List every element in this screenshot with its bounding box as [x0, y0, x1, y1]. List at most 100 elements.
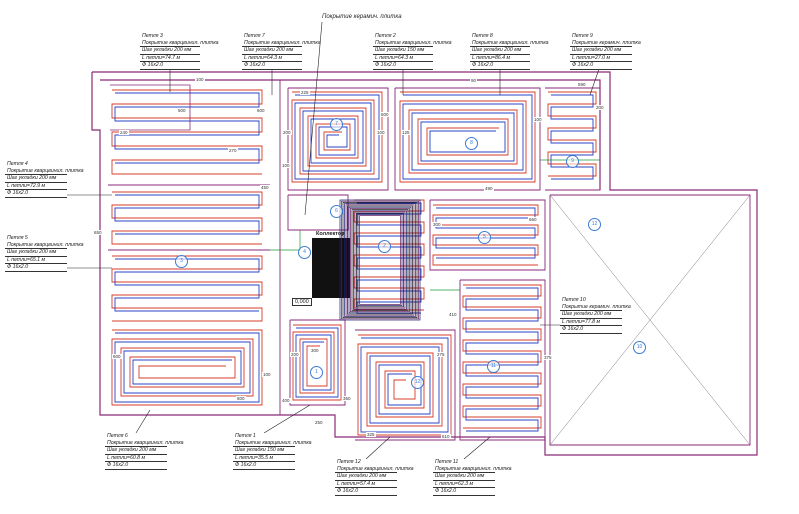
- collector-pipe-bundle: [357, 214, 403, 306]
- loop-name: Петля 7: [244, 33, 265, 39]
- loop-cover: Покрытие кварцвинил. плитка: [5, 241, 84, 250]
- zone-marker: 6: [330, 205, 343, 218]
- loop-pipe: Ф 16х2.0: [5, 264, 67, 272]
- leader-line: [304, 21, 323, 216]
- loop-step: Шаг укладки 150 мм: [233, 447, 295, 455]
- dimension-label: 610: [441, 434, 451, 439]
- loop-name: Петля 4: [7, 161, 28, 167]
- loop-label-1: Петля 1 Покрытие кварцвинил. плитка Шаг …: [233, 433, 312, 470]
- collector-pipe-bundle: [353, 210, 407, 310]
- collector-body: [312, 238, 350, 298]
- loop-step: Шаг укладки 200 мм: [470, 47, 530, 55]
- loop-pipe: Ф 16х2.0: [470, 62, 530, 70]
- loop-name: Петля 3: [142, 33, 163, 39]
- loop-step: Шаг укладки 200 мм: [433, 473, 495, 481]
- collector-pipe-bundle: [347, 205, 413, 315]
- loop-cover: Покрытие кварцвинил. плитка: [335, 465, 414, 474]
- loop-label-7: Петля 7 Покрытие кварцвинил. плитка Шаг …: [242, 33, 321, 70]
- collector-pipe-bundle: [342, 202, 418, 318]
- leader-lines: [67, 21, 601, 460]
- dimension-label: 300: [432, 222, 442, 227]
- loop-name: Петля 12: [337, 459, 361, 465]
- dimension-label: 375: [543, 355, 553, 360]
- dimension-label: 400: [281, 398, 291, 403]
- collector-pipe-bundle: [344, 203, 416, 317]
- loop-4-return: [114, 194, 260, 235]
- building-walls: [91, 71, 758, 456]
- collector-pipe-bundle: [345, 204, 415, 316]
- loop-7-supply: [291, 91, 383, 183]
- collector-pipe-bundle: [339, 199, 421, 321]
- loop-length: L петли=64.3 м: [373, 55, 433, 63]
- loop-cover: Покрытие кварцвинил. плитка: [140, 39, 219, 48]
- dimension-label: 100: [262, 372, 272, 377]
- diagonal-line: [549, 194, 751, 446]
- loop-step: Шаг укладки 200 мм: [570, 47, 632, 55]
- dimension-label: 270: [228, 148, 238, 153]
- dimension-label: 600: [256, 108, 266, 113]
- zone-marker: 8: [465, 137, 478, 150]
- loop-label-6: Петля 6 Покрытие кварцвинил. плитка Шаг …: [105, 433, 184, 470]
- loop-6-return: [114, 332, 260, 403]
- loop-pipe: Ф 16х2.0: [570, 62, 632, 70]
- leader-line: [589, 65, 601, 96]
- loop-cover: Покрытие кварцвинил. плитка: [470, 39, 549, 48]
- zone-marker: 12: [588, 218, 601, 231]
- dimension-label: 200: [282, 130, 292, 135]
- loop-5-supply: [111, 255, 263, 322]
- loop-length: L петли=60.8 м: [105, 455, 167, 463]
- loop-4-supply: [111, 191, 263, 245]
- loop-name: Петля 5: [7, 235, 28, 241]
- loop-cover: Покрытие кварцвинил. плитка: [233, 439, 312, 448]
- loop-11-return: [465, 287, 539, 432]
- loop-cover: Покрытие кварцвинил. плитка: [5, 167, 84, 176]
- dimension-label: 100: [281, 163, 291, 168]
- loop-length: L петли=62.3 м: [433, 481, 495, 489]
- loop-pipe: Ф 16х2.0: [335, 488, 397, 496]
- wall-line: [287, 194, 349, 231]
- wall-line: [459, 279, 546, 441]
- zone-marker: 2: [378, 240, 391, 253]
- zone-marker: 11: [487, 360, 500, 373]
- loop-label-8: Петля 8 Покрытие кварцвинил. плитка Шаг …: [470, 33, 549, 70]
- leader-line: [263, 404, 311, 434]
- collector-pipe-bundle: [348, 206, 412, 314]
- zone-marker: 5: [478, 231, 491, 244]
- leader-line: [135, 409, 151, 434]
- collector-pipe-bundle: [341, 200, 419, 320]
- loop-pipe: Ф 16х2.0: [242, 62, 302, 70]
- collector-pipe-bundle: [350, 208, 410, 312]
- loop-label-5: Петля 5 Покрытие кварцвинил. плитка Шаг …: [5, 235, 84, 272]
- loop-cover: Покрытие кварцвинил. плитка: [373, 39, 452, 48]
- loop-11-supply: [462, 284, 542, 429]
- loop-pipe: Ф 16х2.0: [373, 62, 433, 70]
- wall-line: [110, 84, 191, 131]
- loop-pipe: Ф 16х2.0: [105, 462, 167, 470]
- dimension-label: 600: [112, 354, 122, 359]
- loop-pipe: Ф 16х2.0: [140, 62, 200, 70]
- loop-step: Шаг укладки 150 мм: [373, 47, 433, 55]
- wall-line: [394, 87, 541, 191]
- collector-pipe-bundle: [354, 211, 406, 309]
- dimension-label: 590: [577, 82, 587, 87]
- loop-cover: Покрытие кварцвинил. плитка: [105, 439, 184, 448]
- loop-name: Петля 2: [375, 33, 396, 39]
- loop-label-12: Петля 12 Покрытие кварцвинил. плитка Шаг…: [335, 459, 414, 496]
- dimension-label: 100: [533, 117, 543, 122]
- loop-pipe: Ф 16х2.0: [233, 462, 295, 470]
- heating-pipe-loops: [111, 89, 600, 436]
- loop-length: L петли=35.5 м: [233, 455, 295, 463]
- dimension-label: 200: [595, 105, 605, 110]
- loop-3-supply: [111, 89, 263, 175]
- loop-step: Шаг укладки 200 мм: [560, 311, 622, 319]
- loop-11b-return: [435, 207, 536, 259]
- loop-length: L петли=74.7 м: [140, 55, 200, 63]
- loop-name: Петля 9: [572, 33, 593, 39]
- zone-marker: 1: [310, 366, 323, 379]
- loop-1-supply: [292, 324, 342, 401]
- loop-label-2: Петля 2 Покрытие кварцвинил. плитка Шаг …: [373, 33, 452, 70]
- loop-label-4: Петля 4 Покрытие кварцвинил. плитка Шаг …: [5, 161, 84, 198]
- leader-line: [463, 436, 491, 460]
- loop-name: Петля 6: [107, 433, 128, 439]
